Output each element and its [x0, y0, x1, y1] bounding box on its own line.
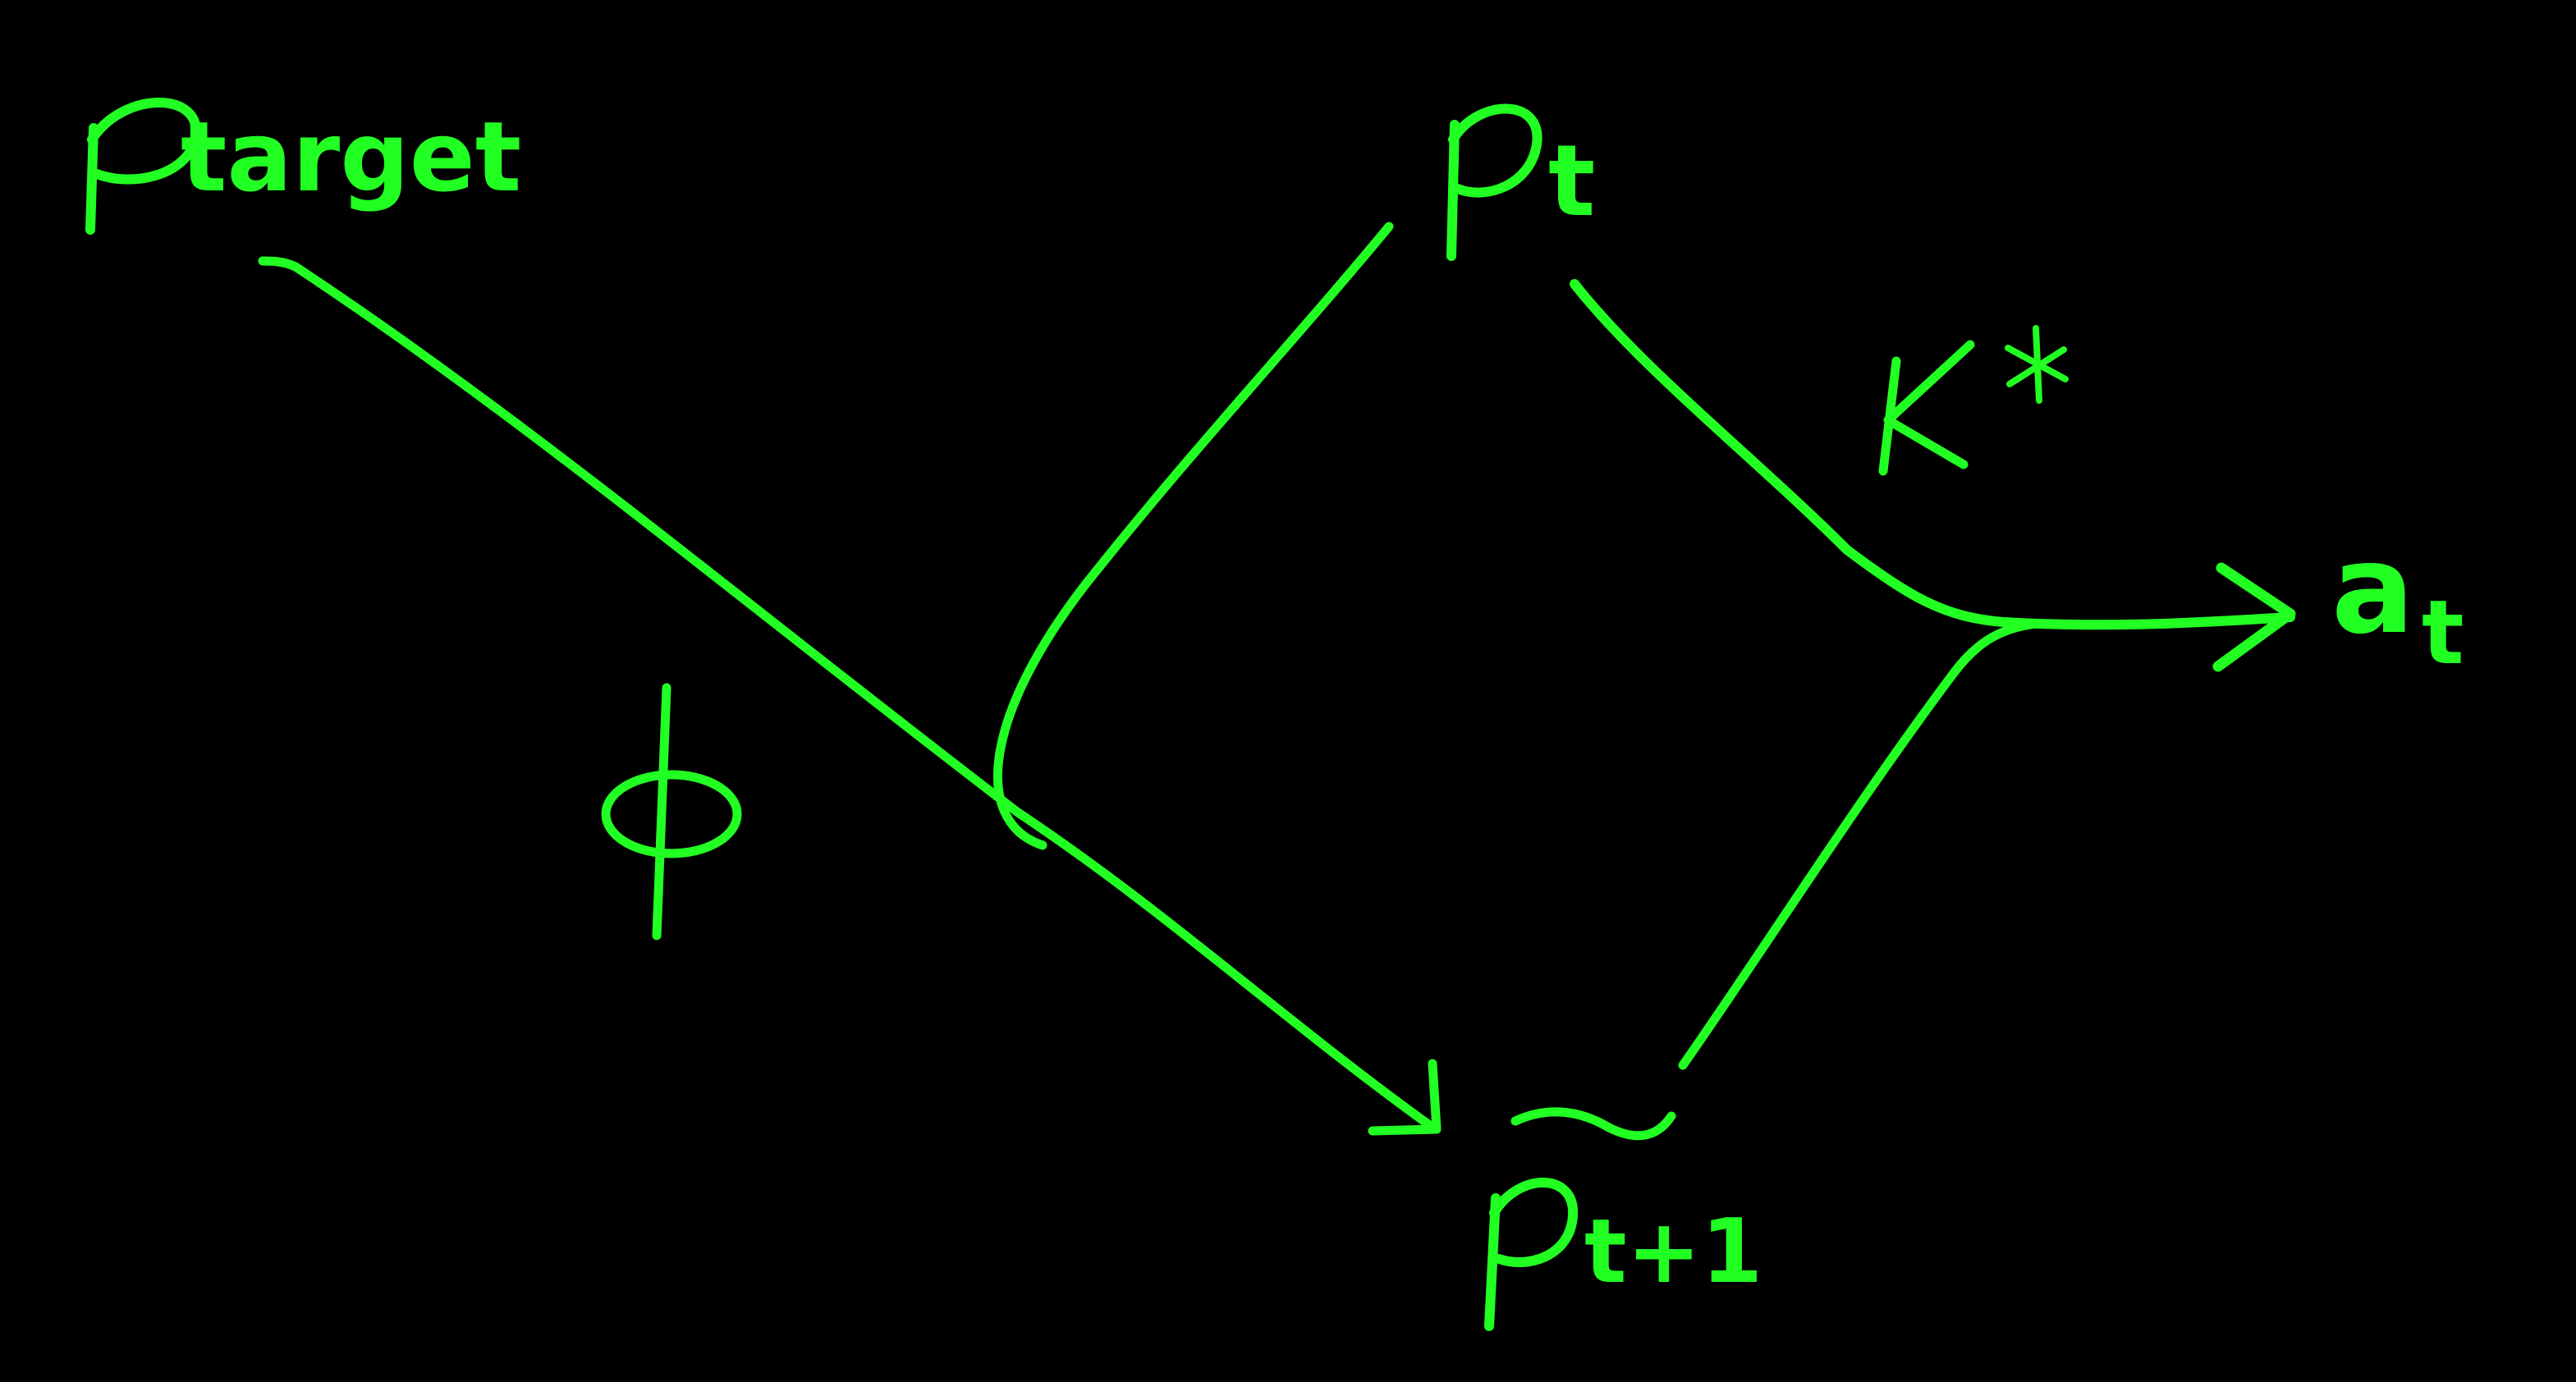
phi-symbol	[601, 683, 742, 940]
node-p-tilde-t1: t+1	[1484, 1107, 1762, 1331]
node-p-t: t	[1446, 103, 1595, 261]
arrowhead-ptilde	[1368, 1059, 1442, 1136]
edge-pt-to-at	[1570, 279, 2295, 630]
edge-ptilde-to-at	[1678, 619, 2041, 1070]
p-t-subscript: t	[1548, 125, 1595, 239]
k-star-label	[1878, 325, 2069, 476]
edge-ptarget-to-ptilde	[258, 256, 1433, 1129]
tilde-accent	[1510, 1107, 1676, 1141]
a-t-symbol: a	[2331, 519, 2414, 661]
a-t-subscript: t	[2422, 582, 2464, 684]
node-p-target: target	[85, 98, 521, 235]
arrowhead-at	[2212, 562, 2296, 672]
edge-pt-to-ptilde	[992, 222, 1394, 850]
p-tilde-subscript: t+1	[1584, 1201, 1762, 1303]
node-a-t: a t	[2331, 519, 2464, 684]
p-target-subscript: target	[181, 100, 521, 213]
